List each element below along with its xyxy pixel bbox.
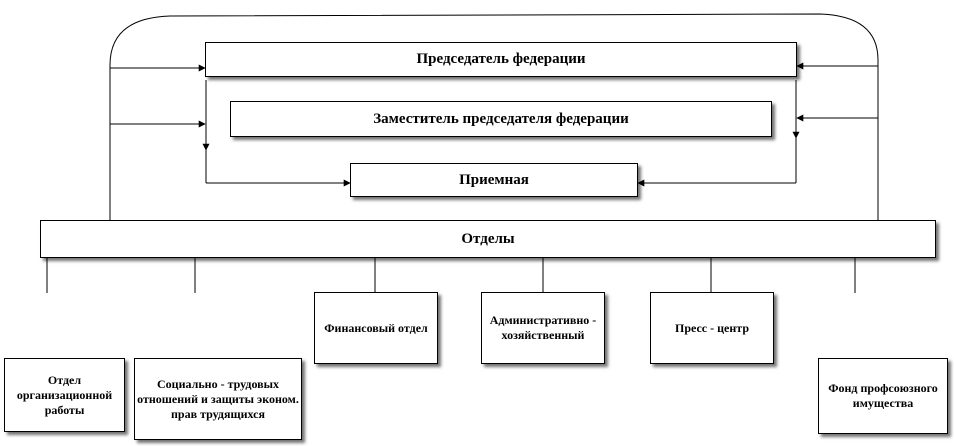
org-work-dept-label: Отдел организационной работы: [16, 372, 113, 417]
org-work-dept-box: Отдел организационной работы: [4, 358, 125, 432]
departments-label: Отделы: [461, 230, 515, 247]
admin-dept-label: Административно - хозяйственный: [489, 313, 597, 342]
outer-arch-line: [109, 13, 879, 220]
chairman-label: Председатель федерации: [416, 51, 586, 67]
social-labor-box: Социально - трудовых отношений и защиты …: [134, 358, 302, 440]
social-labor-label: Социально - трудовых отношений и защиты …: [137, 376, 299, 421]
finance-dept-label: Финансовый отдел: [324, 320, 428, 335]
reception-box: Приемная: [350, 163, 638, 197]
property-fund-label: Фонд профсоюзного имущества: [828, 381, 938, 410]
press-center-label: Пресс - центр: [675, 320, 749, 335]
departments-box: Отделы: [40, 220, 936, 258]
press-center-box: Пресс - центр: [650, 292, 774, 364]
deputy-chairman-box: Заместитель председателя федерации: [230, 101, 772, 137]
admin-dept-box: Административно - хозяйственный: [481, 292, 605, 364]
property-fund-box: Фонд профсоюзного имущества: [818, 358, 948, 434]
reception-label: Приемная: [459, 171, 529, 188]
deputy-chairman-label: Заместитель председателя федерации: [373, 110, 629, 127]
chairman-box: Председатель федерации: [205, 42, 797, 77]
finance-dept-box: Финансовый отдел: [314, 292, 438, 364]
